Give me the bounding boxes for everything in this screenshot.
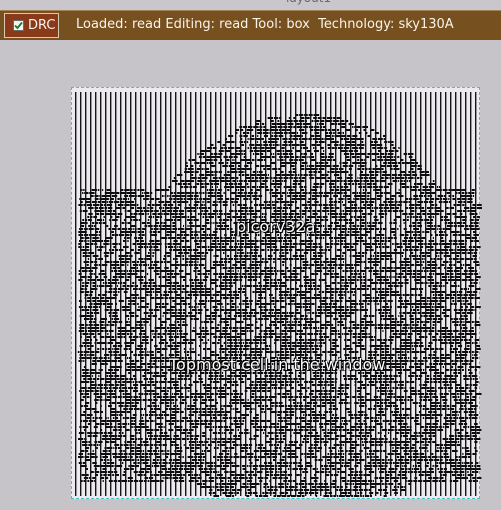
cell-note-label: Topmost cell in the window — [169, 355, 386, 374]
drc-label: DRC — [28, 18, 56, 33]
window-title: layout1 — [286, 0, 331, 5]
window-title-bar: layout1 — [0, 0, 501, 10]
layout-canvas[interactable]: picorv32a Topmost cell in the window — [71, 87, 482, 499]
drc-toggle-button[interactable]: DRC — [4, 13, 59, 38]
status-text: Loaded: read Editing: read Tool: box Tec… — [76, 17, 454, 32]
chip-layout-pattern — [75, 92, 482, 497]
toolbar: DRC Loaded: read Editing: read Tool: box… — [0, 10, 501, 40]
checkmark-icon — [14, 21, 23, 30]
cell-name-label: picorv32a — [236, 217, 316, 236]
drc-checkbox[interactable] — [13, 20, 24, 31]
standard-cell-fill — [77, 114, 482, 497]
